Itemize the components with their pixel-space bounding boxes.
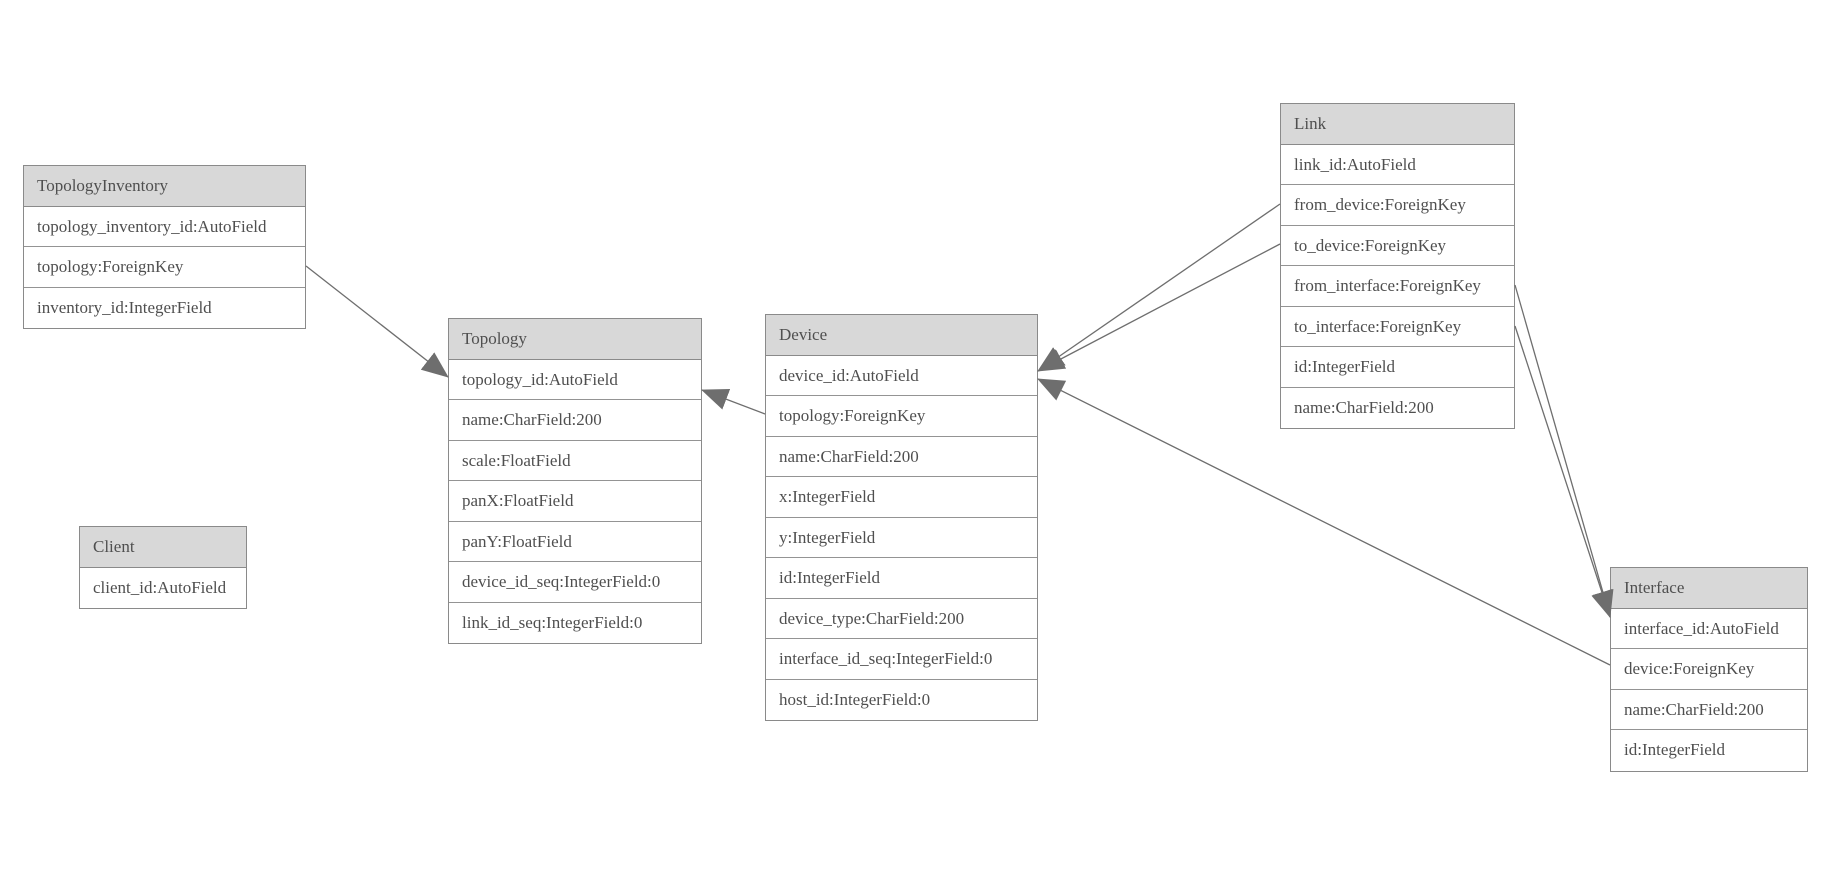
entity-field-row: name:CharField:200 bbox=[766, 436, 1037, 477]
entity-field-row: id:IntegerField bbox=[766, 558, 1037, 599]
relationship-link-to_device-to-device bbox=[1037, 243, 1281, 372]
entity-title: Topology bbox=[449, 319, 701, 360]
entity-field-row: id:IntegerField bbox=[1281, 347, 1514, 388]
relationship-topologyinventory-topology-to-topology bbox=[305, 265, 449, 378]
entity-field-row: x:IntegerField bbox=[766, 477, 1037, 518]
entity-field-row: from_device:ForeignKey bbox=[1281, 185, 1514, 226]
entity-title: Link bbox=[1281, 104, 1514, 145]
entity-title: Device bbox=[766, 315, 1037, 356]
entity-field-row: device_id_seq:IntegerField:0 bbox=[449, 562, 701, 603]
entity-field-row: topology_inventory_id:AutoField bbox=[24, 206, 305, 247]
entity-field-row: link_id:AutoField bbox=[1281, 144, 1514, 185]
entity-field-row: scale:FloatField bbox=[449, 440, 701, 481]
entity-field-row: link_id_seq:IntegerField:0 bbox=[449, 602, 701, 643]
relationship-link-to_interface-to-interface bbox=[1514, 325, 1613, 618]
entity-field-row: id:IntegerField bbox=[1611, 730, 1807, 771]
entity-field-row: topology:ForeignKey bbox=[24, 247, 305, 288]
entity-field-row: name:CharField:200 bbox=[1611, 689, 1807, 730]
entity-field-row: host_id:IntegerField:0 bbox=[766, 679, 1037, 720]
entity-field-row: interface_id:AutoField bbox=[1611, 608, 1807, 649]
entity-field-row: from_interface:ForeignKey bbox=[1281, 266, 1514, 307]
entity-field-row: to_device:ForeignKey bbox=[1281, 225, 1514, 266]
entity-title: TopologyInventory bbox=[24, 166, 305, 207]
relationship-link-from_interface-to-interface bbox=[1514, 284, 1614, 618]
entity-title: Client bbox=[80, 527, 246, 568]
entity-title: Interface bbox=[1611, 568, 1807, 609]
entity-field-row: client_id:AutoField bbox=[80, 567, 246, 608]
entity-field-row: inventory_id:IntegerField bbox=[24, 287, 305, 328]
entity-field-row: device_id:AutoField bbox=[766, 355, 1037, 396]
entity-field-row: topology_id:AutoField bbox=[449, 359, 701, 400]
entity-field-row: device_type:CharField:200 bbox=[766, 598, 1037, 639]
relationship-link-from_device-to-device bbox=[1037, 203, 1281, 372]
entity-field-row: name:CharField:200 bbox=[1281, 387, 1514, 428]
entity-field-row: y:IntegerField bbox=[766, 517, 1037, 558]
entity-field-row: panX:FloatField bbox=[449, 481, 701, 522]
relationship-device-topology-to-topology bbox=[701, 388, 766, 415]
entity-field-row: topology:ForeignKey bbox=[766, 396, 1037, 437]
entity-field-row: panY:FloatField bbox=[449, 521, 701, 562]
entity-field-row: name:CharField:200 bbox=[449, 400, 701, 441]
entity-field-row: interface_id_seq:IntegerField:0 bbox=[766, 639, 1037, 680]
entity-field-row: device:ForeignKey bbox=[1611, 649, 1807, 690]
entity-field-row: to_interface:ForeignKey bbox=[1281, 306, 1514, 347]
